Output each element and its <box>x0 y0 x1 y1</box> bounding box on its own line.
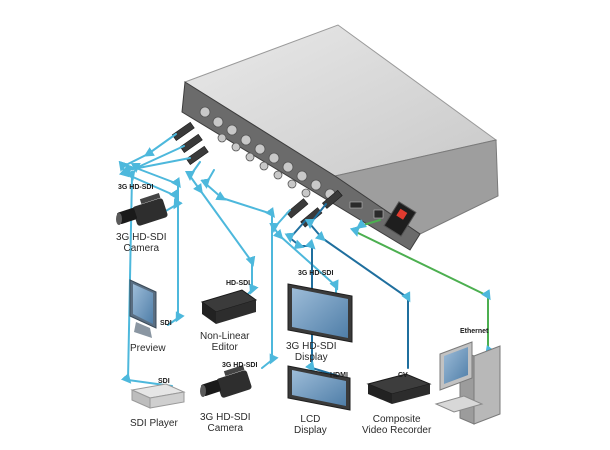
camera-handle <box>139 193 161 204</box>
preview-label: Preview <box>130 343 166 354</box>
cable-ethernet <box>349 219 495 359</box>
bnc-connector <box>199 106 211 118</box>
camera-1-connection-label: 3G HD-SDI <box>118 184 154 191</box>
camera-lens-glass <box>200 385 206 397</box>
cable-camera2 <box>200 169 279 369</box>
recorder-device <box>366 373 432 404</box>
player-side <box>149 391 185 409</box>
camera-2-connection-label: 3G HD-SDI <box>222 362 258 369</box>
camera-2-label: 3G HD-SDI Camera <box>200 412 251 434</box>
pc-device <box>434 341 501 425</box>
lcd-label: LCD Display <box>294 414 327 436</box>
bnc-connector <box>296 170 308 182</box>
sdi-player-connection-label: SDI <box>158 378 170 385</box>
bnc-connector <box>254 143 266 155</box>
bnc-plug <box>171 121 195 142</box>
bnc-connector <box>240 134 252 146</box>
monitor-screen <box>133 284 153 324</box>
camera-2-device <box>200 365 252 398</box>
display-screen <box>292 288 348 338</box>
bnc-connector <box>212 116 224 128</box>
bnc-connector <box>231 142 241 152</box>
hdmi-port <box>349 201 363 209</box>
cable-sdi-player <box>120 157 191 387</box>
cable-preview <box>130 145 185 326</box>
editor-side <box>216 300 256 324</box>
sdi-player-device <box>130 383 186 409</box>
camera-2-label-line-2: Camera <box>207 423 244 434</box>
display-label-line-1: 3G HD-SDI <box>286 341 337 352</box>
camera-1-label-line-1: 3G HD-SDI <box>116 232 167 243</box>
bnc-connector <box>310 179 322 191</box>
sdi-player-label: SDI Player <box>130 418 178 429</box>
editor-front <box>202 302 216 324</box>
power-switch <box>396 208 408 220</box>
lcd-display-device <box>287 365 351 411</box>
editor-connection-label: HD-SDI <box>226 280 251 287</box>
recorder-side <box>392 384 430 404</box>
camera-body <box>132 198 168 226</box>
sdi-display-device <box>287 283 353 343</box>
bnc-connector <box>282 161 294 173</box>
ethernet-connection-label: Ethernet <box>460 328 489 335</box>
recorder-connection-label: CV <box>398 372 408 379</box>
bnc-connectors <box>199 106 336 200</box>
bnc-connector <box>287 179 297 189</box>
bnc-plug <box>286 198 309 219</box>
bnc-connector <box>217 133 227 143</box>
lcd-label-line-2: Display <box>294 425 327 436</box>
pc-tower <box>473 345 501 425</box>
editor-device <box>200 289 258 324</box>
recorder-label: Composite Video Recorder <box>362 414 431 436</box>
bnc-connector <box>301 188 311 198</box>
display-label-line-2: Display <box>294 352 328 363</box>
camera-1-label: 3G HD-SDI Camera <box>116 232 167 254</box>
recorder-label-line-2: Video Recorder <box>362 425 432 436</box>
bnc-connector <box>273 170 283 180</box>
pc-keyboard <box>434 395 484 413</box>
cable-editor <box>185 161 259 295</box>
editor-label-line-2: Editor <box>211 342 238 353</box>
camera-lens-glass <box>116 213 122 225</box>
display-screen <box>292 370 346 406</box>
ethernet-port <box>373 209 384 219</box>
editor-label-line-1: Non-Linear <box>200 331 250 342</box>
preview-connection-label: SDI <box>160 320 172 327</box>
camera-1-device <box>116 193 168 226</box>
camera-lens <box>117 208 137 224</box>
camera-lens <box>201 380 221 396</box>
editor-label: Non-Linear Editor <box>200 331 249 353</box>
display-connection-label: 3G HD-SDI <box>298 270 334 277</box>
pc-monitor-screen <box>444 347 468 384</box>
camera-2-label-line-1: 3G HD-SDI <box>200 412 251 423</box>
bnc-connector <box>259 161 269 171</box>
camera-handle <box>223 365 245 376</box>
bnc-plug <box>185 145 209 166</box>
bnc-connector <box>226 124 238 136</box>
bnc-connector <box>268 152 280 164</box>
recorder-label-line-1: Composite <box>372 414 421 425</box>
display-label: 3G HD-SDI Display <box>286 341 337 363</box>
monitor-stand <box>134 322 152 338</box>
recorder-front <box>368 384 392 404</box>
camera-body <box>216 370 252 398</box>
bnc-connector <box>245 152 255 162</box>
preview-monitor-device <box>129 279 157 338</box>
lcd-label-line-1: LCD <box>300 414 321 425</box>
lcd-connection-label: HDMI <box>330 372 348 379</box>
camera-1-label-line-2: Camera <box>123 243 160 254</box>
switcher-unit <box>181 24 499 251</box>
